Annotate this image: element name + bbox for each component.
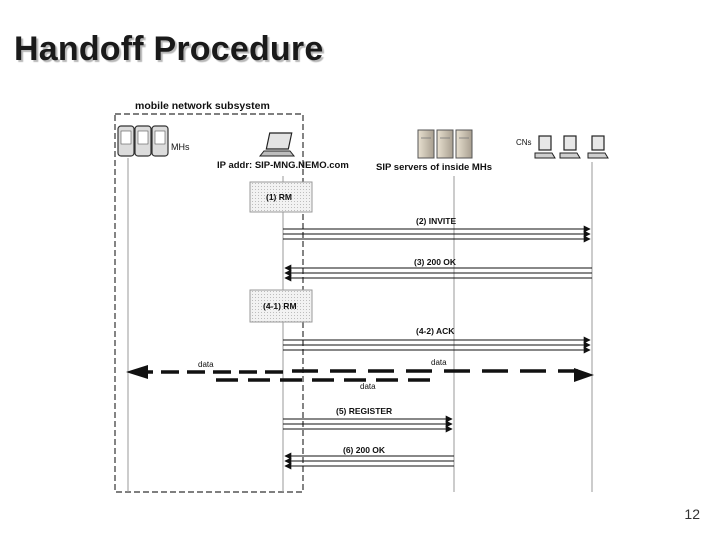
data-arrow-right xyxy=(292,368,594,382)
cns-label: CNs xyxy=(516,138,532,147)
cn-computers-icon xyxy=(534,135,609,159)
page-number: 12 xyxy=(684,506,700,522)
mh-devices-icon xyxy=(117,125,169,157)
ip-address-label: IP addr: SIP-MNG.NEMO.com xyxy=(217,160,349,171)
rm-box-1 xyxy=(249,181,313,213)
sip-servers-icon xyxy=(417,129,473,159)
rm-label-41: (4-1) RM xyxy=(263,301,297,311)
data-label-bottom: data xyxy=(360,382,376,391)
invite-label: (2) INVITE xyxy=(416,216,456,226)
invite-arrow xyxy=(283,225,591,243)
ack-label: (4-2) ACK xyxy=(416,326,455,336)
sip-servers-label: SIP servers of inside MHs xyxy=(376,162,492,173)
register-label: (5) REGISTER xyxy=(336,406,392,416)
data-arrow-left xyxy=(126,365,283,379)
rm-box-41 xyxy=(249,289,313,323)
mhs-label: MHs xyxy=(171,142,190,152)
ok3-label: (3) 200 OK xyxy=(414,257,457,267)
register-arrow xyxy=(283,415,453,433)
slide-title: Handoff Procedure xyxy=(14,30,324,68)
laptop-icon xyxy=(258,132,296,157)
data-label-left: data xyxy=(198,360,214,369)
subsystem-label: mobile network subsystem xyxy=(135,100,270,112)
data-label-right: data xyxy=(431,358,447,367)
subsystem-boundary xyxy=(114,113,304,493)
ack-arrow xyxy=(283,336,591,354)
ok6-arrow xyxy=(284,452,454,470)
ok3-arrow xyxy=(284,264,592,282)
ok6-label: (6) 200 OK xyxy=(343,445,386,455)
rm-label-1: (1) RM xyxy=(266,192,292,202)
